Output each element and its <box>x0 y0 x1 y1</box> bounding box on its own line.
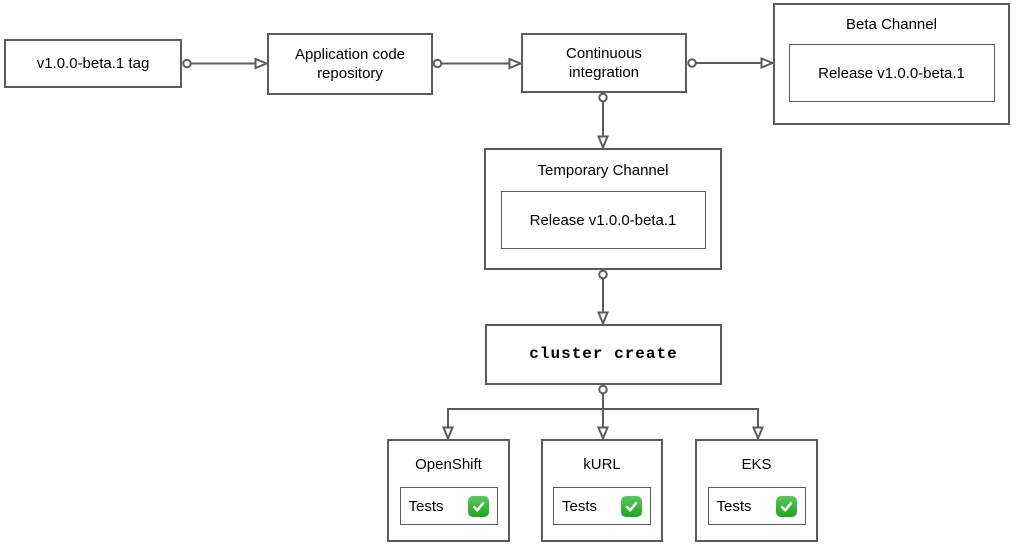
edge-cluster-create-to-openshift <box>442 393 604 442</box>
node-version-tag-label: v1.0.0-beta.1 tag <box>36 54 150 72</box>
edge-ci-to-beta-channel <box>687 57 776 69</box>
check-mark-icon <box>775 495 797 517</box>
node-beta-channel-title: Beta Channel <box>846 16 937 33</box>
edge-temporary-channel-to-cluster-create <box>597 269 609 327</box>
tests-label: Tests <box>408 497 444 515</box>
node-cluster-kurl-title: kURL <box>583 455 621 473</box>
node-temporary-channel-title: Temporary Channel <box>537 162 669 179</box>
node-cluster-openshift-title: OpenShift <box>415 455 482 473</box>
node-continuous-integration-label: Continuous integration <box>566 44 642 82</box>
edge-tag-to-repo <box>182 57 270 70</box>
node-cluster-openshift: OpenShift Tests <box>387 439 510 542</box>
node-app-code-repository-label: Application code repository <box>294 45 406 83</box>
node-version-tag: v1.0.0-beta.1 tag <box>4 39 182 88</box>
node-temporary-release-label: Release v1.0.0-beta.1 <box>529 211 677 229</box>
node-beta-channel: Beta Channel Release v1.0.0-beta.1 <box>773 3 1010 125</box>
node-continuous-integration: Continuous integration <box>521 33 687 93</box>
node-temporary-release: Release v1.0.0-beta.1 <box>500 191 706 249</box>
node-kurl-tests: Tests <box>553 487 651 525</box>
node-beta-release-label: Release v1.0.0-beta.1 <box>818 64 965 82</box>
tests-label: Tests <box>716 497 752 515</box>
edge-repo-to-ci <box>432 57 524 70</box>
edge-cluster-create-to-kurl <box>597 384 609 442</box>
node-cluster-kurl: kURL Tests <box>541 439 663 542</box>
node-eks-tests: Tests <box>707 487 806 525</box>
node-beta-release: Release v1.0.0-beta.1 <box>788 44 995 102</box>
edge-cluster-create-to-eks <box>603 408 764 442</box>
node-cluster-create-label: cluster create <box>529 345 678 364</box>
edge-ci-to-temporary-channel <box>597 92 609 151</box>
node-temporary-channel: Temporary Channel Release v1.0.0-beta.1 <box>484 148 722 270</box>
node-app-code-repository: Application code repository <box>267 33 433 95</box>
check-mark-icon <box>621 495 642 517</box>
node-cluster-create: cluster create <box>485 324 722 385</box>
tests-label: Tests <box>562 497 598 515</box>
node-openshift-tests: Tests <box>399 487 498 525</box>
check-mark-icon <box>467 495 489 517</box>
node-cluster-eks: EKS Tests <box>695 439 818 542</box>
node-cluster-eks-title: EKS <box>741 455 772 473</box>
